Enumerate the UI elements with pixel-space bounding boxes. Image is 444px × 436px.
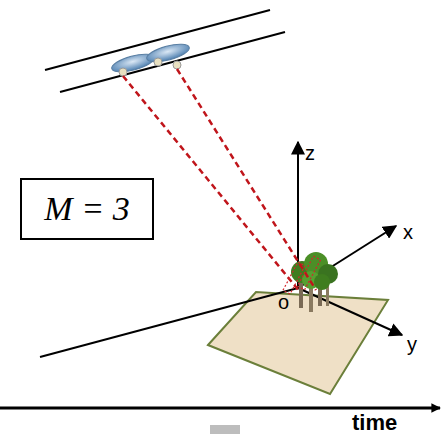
- orbit-line: [60, 32, 285, 92]
- math-label: M = 3: [44, 190, 129, 228]
- satellite: [145, 41, 191, 69]
- axis-label: z: [305, 143, 315, 163]
- parameter-box: M = 3: [20, 178, 154, 240]
- origin-label: o: [278, 292, 289, 312]
- resolution-cell: [283, 256, 321, 294]
- radar-beam: [177, 69, 316, 290]
- time-label: time: [352, 412, 397, 434]
- x-axis: [298, 226, 396, 288]
- ground-plane: [208, 292, 388, 394]
- axis-line: [40, 288, 298, 357]
- y-axis: [298, 288, 402, 335]
- orbit-line: [45, 10, 270, 70]
- axis-label: y: [407, 334, 417, 354]
- grey-marker: [210, 425, 240, 434]
- tree: [291, 252, 338, 312]
- time-axis: [0, 407, 440, 410]
- axis-label: x: [403, 222, 413, 242]
